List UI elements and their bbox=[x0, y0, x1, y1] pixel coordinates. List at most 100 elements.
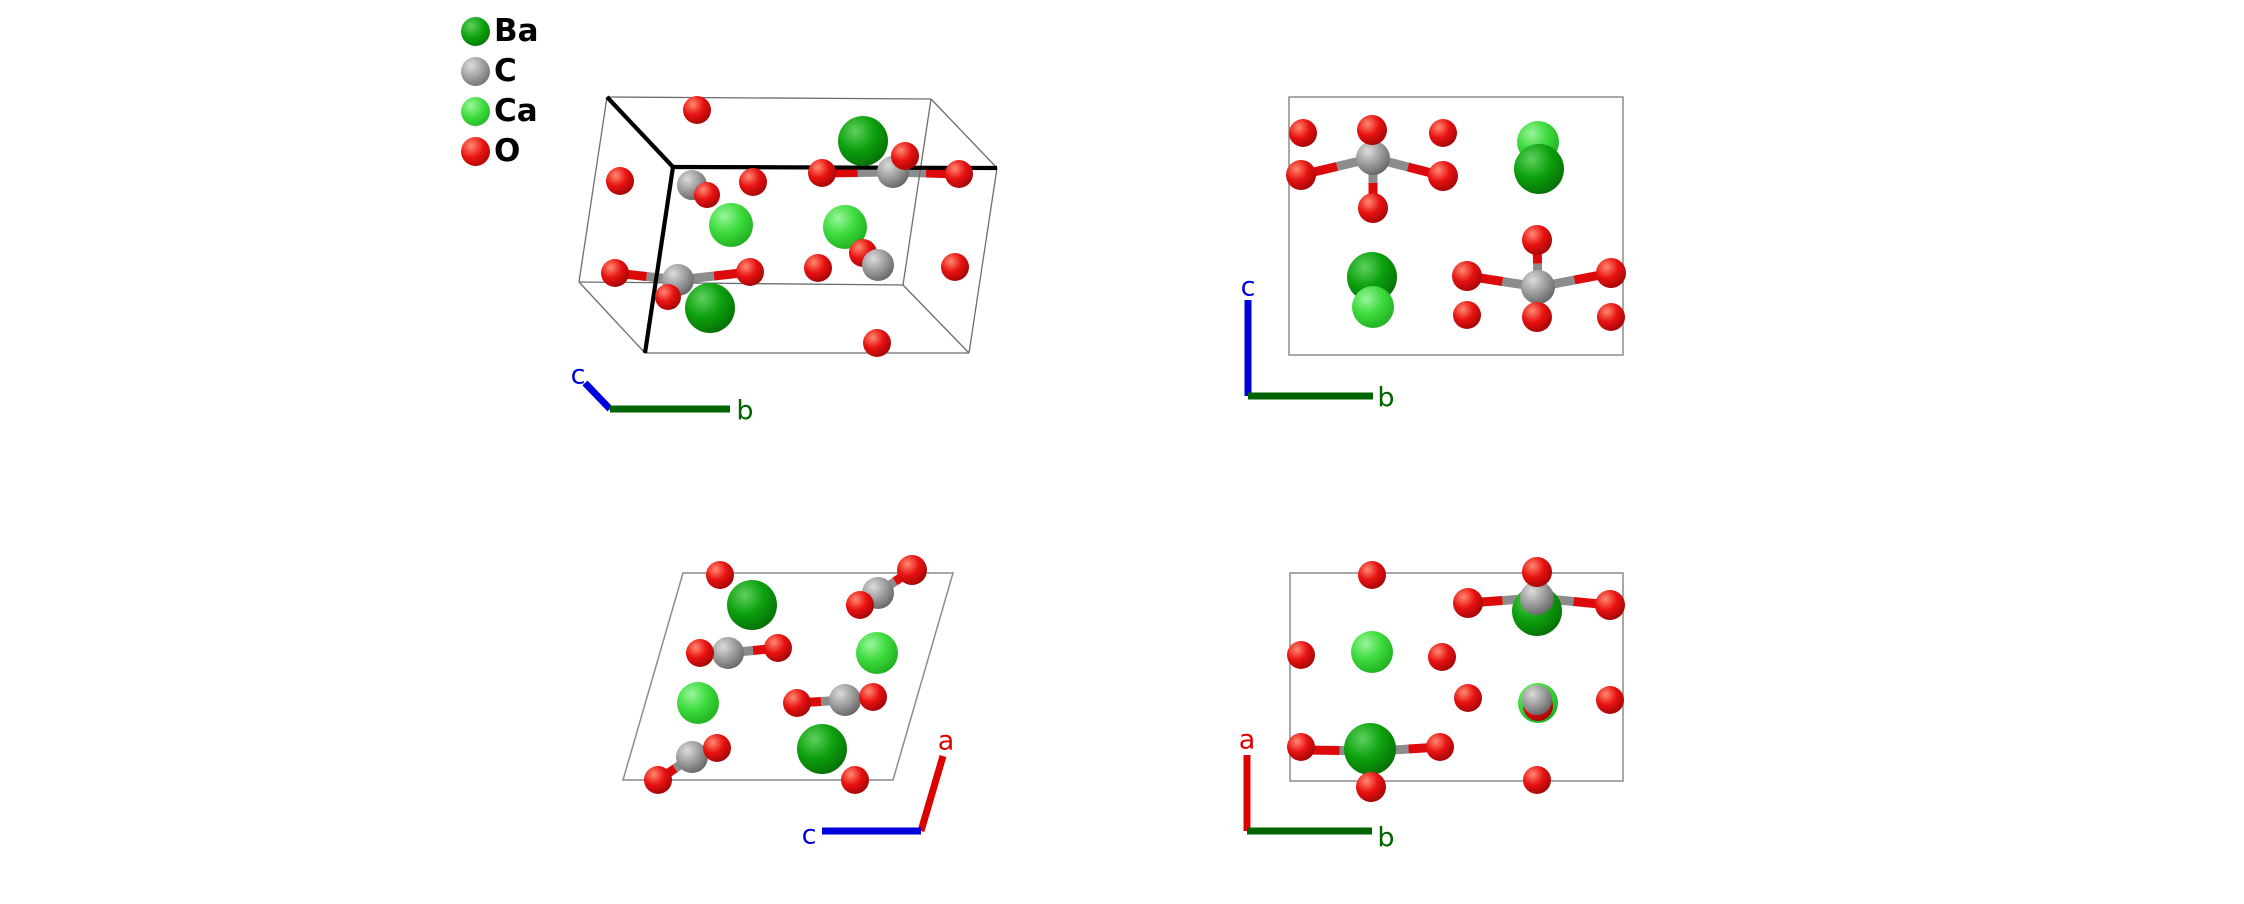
atom-o bbox=[1428, 643, 1456, 671]
atom-o bbox=[897, 555, 927, 585]
ba-sphere-icon bbox=[461, 16, 490, 46]
atom-o bbox=[783, 689, 811, 717]
atom-o bbox=[1453, 588, 1483, 618]
atom-o bbox=[1287, 641, 1315, 669]
atom-o bbox=[739, 168, 767, 196]
atom-ba bbox=[1514, 144, 1564, 194]
unit-cell-origin-edge bbox=[672, 164, 998, 171]
unit-cell-outline bbox=[1289, 572, 1624, 782]
atom-o bbox=[1596, 686, 1624, 714]
atom-o bbox=[1286, 160, 1316, 190]
atom-o bbox=[1426, 733, 1454, 761]
unit-cell-origin-edge bbox=[605, 95, 675, 169]
legend: Ba C Ca O bbox=[461, 11, 539, 171]
atom-ca bbox=[709, 203, 753, 247]
atom-o bbox=[841, 766, 869, 794]
unit-cell-edge bbox=[578, 96, 608, 283]
atom-o bbox=[1358, 561, 1386, 589]
ca-sphere-icon bbox=[461, 96, 490, 126]
axis-label-b: b bbox=[1377, 383, 1394, 414]
atom-ba bbox=[1344, 723, 1396, 775]
atom-o bbox=[606, 167, 634, 195]
atom-o bbox=[1597, 303, 1625, 331]
unit-cell-edge bbox=[902, 284, 970, 354]
atom-ca bbox=[1352, 286, 1394, 328]
axis-line-a bbox=[917, 755, 947, 832]
atom-o bbox=[863, 329, 891, 357]
atom-o bbox=[686, 639, 714, 667]
view-projection-bc: cb bbox=[1241, 96, 1626, 414]
atom-c bbox=[1520, 581, 1554, 615]
atom-o bbox=[1428, 161, 1458, 191]
atom-o bbox=[1522, 302, 1552, 332]
atom-o bbox=[1595, 590, 1625, 620]
atom-c bbox=[676, 741, 708, 773]
atom-o bbox=[736, 258, 764, 286]
unit-cell-outline bbox=[622, 572, 954, 781]
atom-ba bbox=[797, 724, 847, 774]
unit-cell-edge bbox=[578, 281, 646, 354]
atom-c bbox=[712, 637, 744, 669]
atom-o bbox=[1289, 119, 1317, 147]
legend-item-o: O bbox=[461, 131, 539, 171]
atom-ca bbox=[856, 632, 898, 674]
axis-label-a: a bbox=[938, 726, 955, 757]
atom-o bbox=[1357, 115, 1387, 145]
atom-ba bbox=[727, 580, 777, 630]
axis-label-b: b bbox=[736, 396, 753, 427]
axis-label-b: b bbox=[1377, 823, 1394, 854]
axis-line-c bbox=[582, 380, 613, 412]
atom-ba bbox=[685, 283, 735, 333]
atom-o bbox=[1522, 225, 1552, 255]
unit-cell-origin-edge bbox=[642, 166, 676, 354]
unit-cell-edge bbox=[606, 96, 932, 100]
atom-o bbox=[808, 159, 836, 187]
atom-o bbox=[1454, 684, 1482, 712]
atom-o bbox=[1358, 193, 1388, 223]
atom-o bbox=[859, 683, 887, 711]
view-projection-ca: ac bbox=[622, 555, 955, 851]
legend-label-c: C bbox=[494, 52, 517, 89]
legend-label-o: O bbox=[494, 132, 521, 169]
o-sphere-icon bbox=[461, 136, 490, 166]
atom-c bbox=[829, 684, 861, 716]
atom-c bbox=[862, 249, 894, 281]
atom-o bbox=[945, 160, 973, 188]
unit-cell-edge bbox=[902, 98, 932, 286]
atom-o bbox=[644, 766, 672, 794]
atom-o bbox=[601, 259, 629, 287]
atom-o bbox=[703, 734, 731, 762]
atom-o bbox=[1287, 733, 1315, 761]
atom-ca bbox=[677, 682, 719, 724]
atom-o bbox=[1522, 557, 1552, 587]
atom-o bbox=[764, 634, 792, 662]
atom-o bbox=[941, 253, 969, 281]
atom-o bbox=[804, 254, 832, 282]
c-sphere-icon bbox=[461, 56, 490, 86]
axis-label-c: c bbox=[571, 360, 586, 391]
legend-item-ca: Ca bbox=[461, 91, 539, 131]
atom-ba bbox=[838, 116, 888, 166]
view-projection-ba: ab bbox=[1239, 557, 1625, 854]
view-3d-perspective: cb bbox=[571, 95, 998, 427]
atom-o bbox=[706, 561, 734, 589]
atom-o bbox=[1453, 301, 1481, 329]
atom-o bbox=[1429, 119, 1457, 147]
atom-c bbox=[1522, 685, 1552, 715]
atom-o bbox=[1523, 766, 1551, 794]
atom-o bbox=[655, 284, 681, 310]
axis-label-a: a bbox=[1239, 725, 1256, 756]
atom-ca bbox=[1351, 631, 1393, 673]
atom-o bbox=[1452, 261, 1482, 291]
unit-cell-edge bbox=[930, 98, 998, 169]
atom-ca bbox=[823, 205, 867, 249]
legend-label-ba: Ba bbox=[494, 12, 539, 49]
unit-cell-outline bbox=[1288, 96, 1624, 356]
axis-label-c: c bbox=[802, 820, 817, 851]
legend-item-ba: Ba bbox=[461, 11, 539, 51]
atom-o bbox=[683, 96, 711, 124]
atom-c bbox=[1356, 141, 1390, 175]
unit-cell-edge bbox=[968, 167, 998, 354]
unit-cell-edge bbox=[578, 281, 904, 286]
